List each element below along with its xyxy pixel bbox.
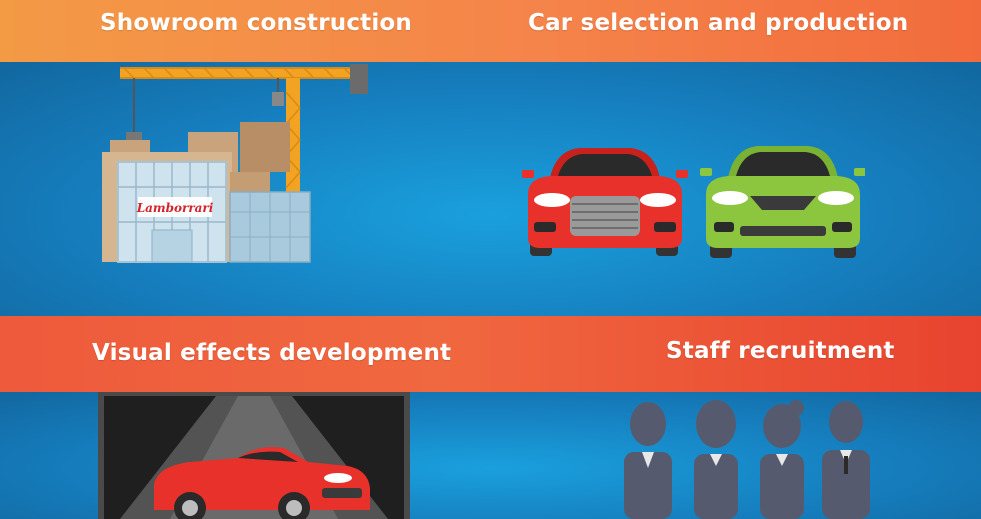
staff-man-icon xyxy=(624,402,672,519)
heading-car-selection: Car selection and production xyxy=(528,10,909,36)
showroom-construction-illustration: Lamborrari xyxy=(102,64,368,263)
top-banner xyxy=(0,0,981,62)
heading-showroom-construction: Showroom construction xyxy=(100,10,413,36)
showroom-building: Lamborrari xyxy=(117,161,311,263)
cars-illustration xyxy=(522,146,865,258)
showroom-sign: Lamborrari xyxy=(136,201,214,215)
heading-staff-recruitment: Staff recruitment xyxy=(666,338,895,364)
middle-banner xyxy=(0,316,981,392)
staff-man-2-icon xyxy=(822,401,870,519)
visual-effects-illustration xyxy=(98,392,410,519)
staff-illustration xyxy=(624,400,870,519)
crane-icon xyxy=(120,64,368,228)
heading-visual-effects: Visual effects development xyxy=(92,340,452,366)
green-car-icon xyxy=(700,146,865,258)
convertible-car-icon xyxy=(154,447,370,519)
red-car-icon xyxy=(522,148,688,256)
staff-woman-icon xyxy=(694,400,738,519)
staff-woman-2-icon xyxy=(760,400,804,519)
